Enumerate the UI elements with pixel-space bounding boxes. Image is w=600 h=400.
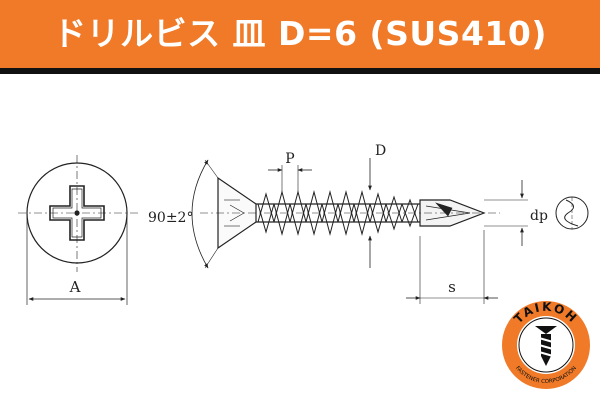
screw-logo-icon xyxy=(535,326,557,366)
label-s: s xyxy=(448,278,456,296)
label-d: D xyxy=(375,143,386,159)
title-banner xyxy=(0,0,600,68)
label-angle: 90±2° xyxy=(148,210,193,226)
label-p: P xyxy=(285,151,294,167)
label-a: A xyxy=(69,278,81,296)
page-title: ドリルビス 皿 D=6 (SUS410) xyxy=(53,14,547,53)
screw-side-view xyxy=(191,158,528,304)
label-dp: dp xyxy=(530,208,548,224)
head-top-view xyxy=(18,155,138,305)
drill-tip-end-view xyxy=(555,196,589,230)
title-underline xyxy=(0,68,600,74)
taikoh-logo: TAIKOH FASTENER CORPORATION xyxy=(502,300,590,389)
